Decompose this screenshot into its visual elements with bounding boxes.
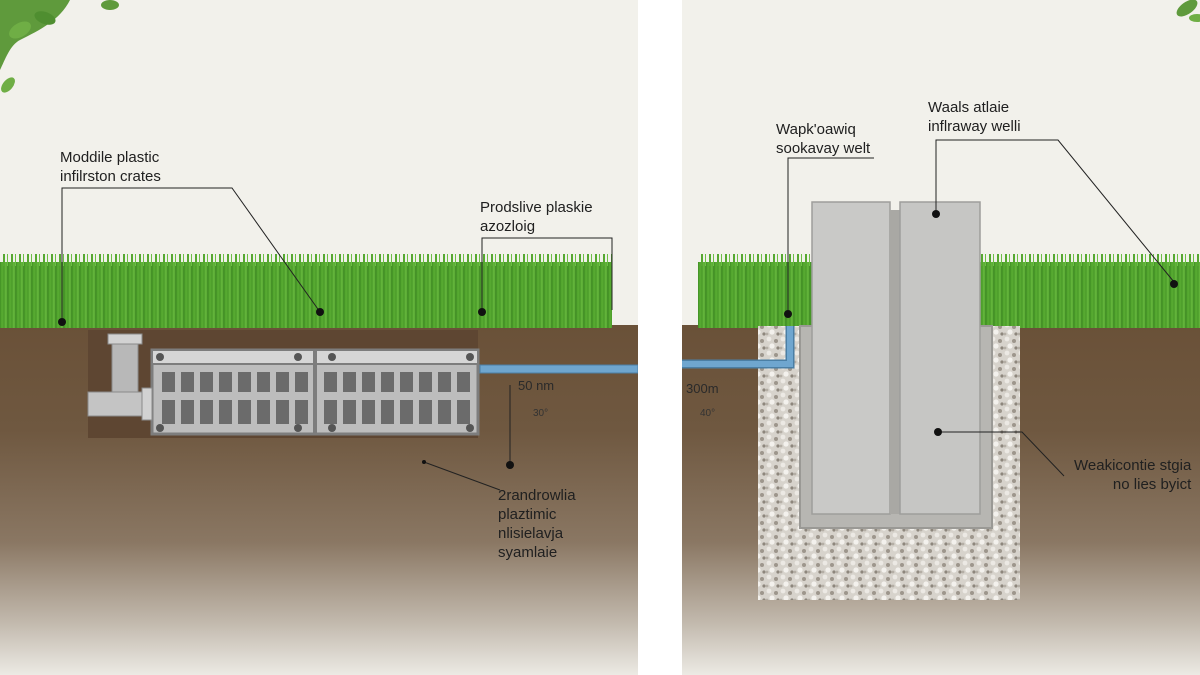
sookaway-label: Wapk'oawiq sookavay welt [776, 121, 871, 157]
well-label: Waals atlaie inflraway welli [928, 99, 1021, 135]
pipe-label: Prodslive plaskie azozloig [480, 199, 593, 235]
crates-label: Moddile plastic infilrston crates [60, 149, 161, 185]
elbow-pipe-icon [87, 333, 153, 421]
left-diagram-graphics [0, 0, 638, 491]
angle-dimension: 40° [700, 408, 716, 419]
left-diagram-panel: Moddile plastic infilrston crates Prodsl… [0, 0, 638, 675]
depth-dimension: 300m [686, 381, 719, 396]
inlet-pipe [682, 326, 793, 367]
right-diagram-panel: Wapk'oawiq sookavay welt Waals atlaie in… [682, 0, 1200, 675]
tree-leaves-icon [0, 0, 119, 93]
concrete-ring-left [811, 201, 891, 515]
system-label: 2randrowlia plaztimic nlisielavja syamla… [498, 487, 576, 561]
concrete-label: Weakicontie stgia no lies byict [1074, 457, 1192, 493]
infiltration-crates [150, 348, 480, 436]
angle-dimension: 30° [533, 408, 549, 419]
concrete-ring-right [899, 201, 981, 515]
tree-leaves-icon [1176, 0, 1200, 22]
depth-dimension: 50 nm [518, 378, 555, 393]
outlet-pipe [479, 364, 638, 374]
panel-divider [638, 0, 682, 675]
right-diagram-graphics [682, 0, 1200, 600]
grass-layer [0, 254, 612, 328]
